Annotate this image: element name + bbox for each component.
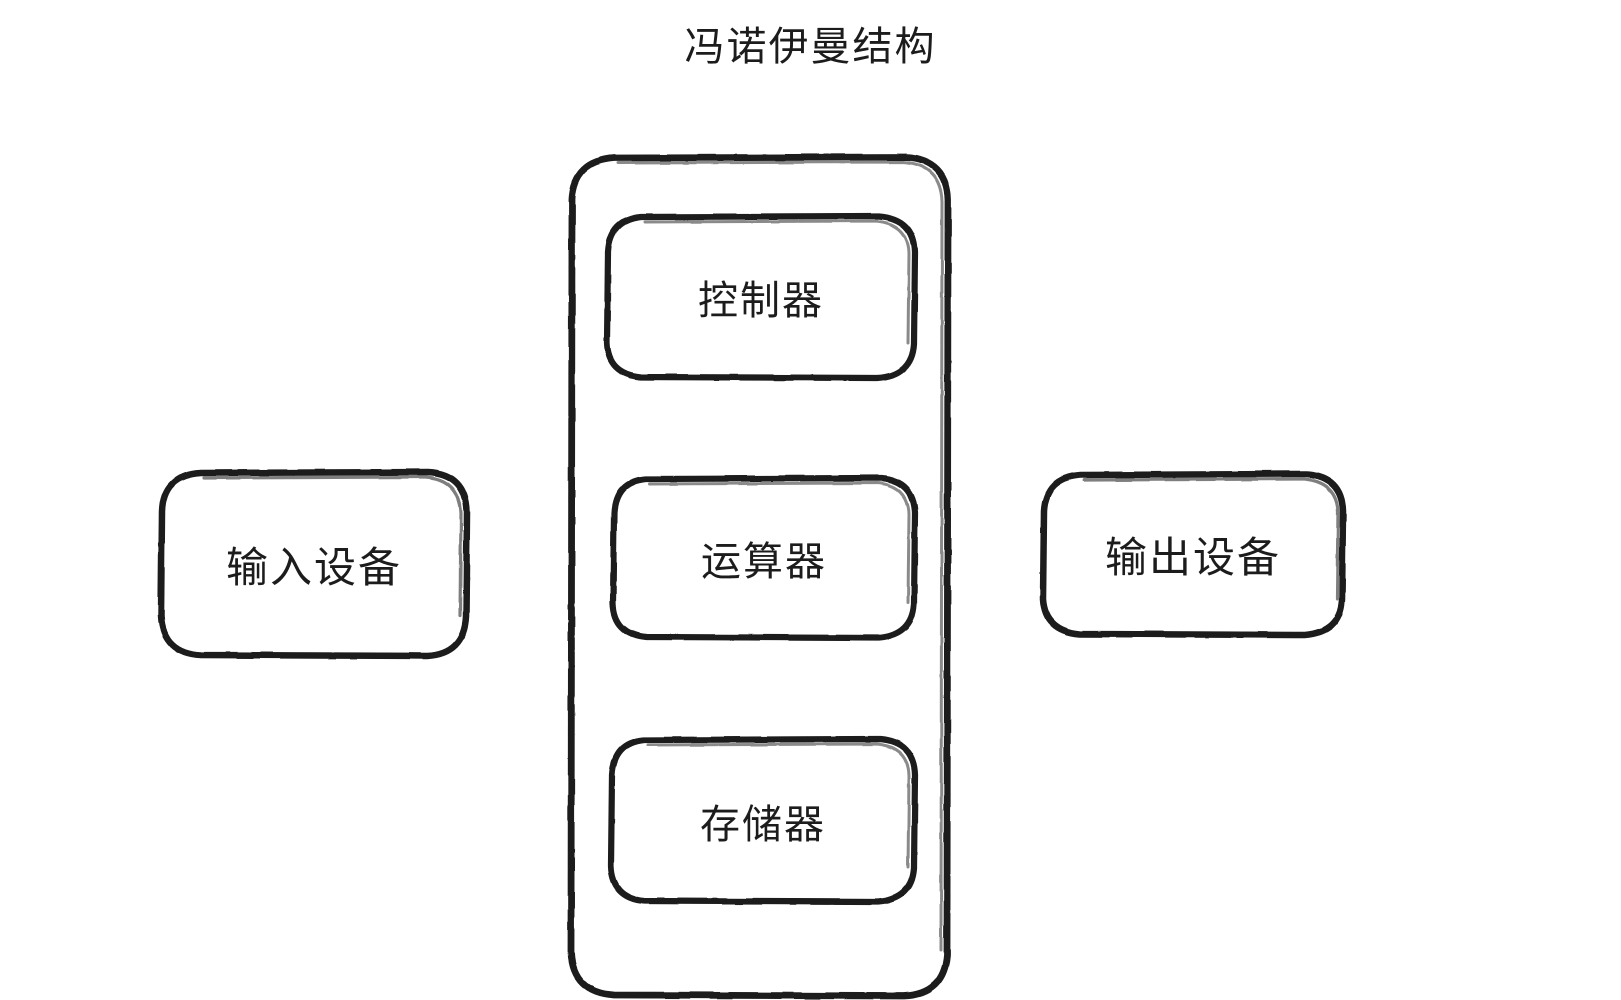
node-input-device[interactable]: 输入设备 (225, 543, 402, 591)
node-controller[interactable]: 控制器 (698, 279, 824, 323)
node-output-device[interactable]: 输出设备 (1104, 534, 1281, 581)
node-arithmetic-unit[interactable]: 运算器 (701, 540, 827, 584)
node-memory[interactable]: 存储器 (700, 802, 826, 847)
diagram-title: 冯诺伊曼结构 (684, 25, 937, 69)
